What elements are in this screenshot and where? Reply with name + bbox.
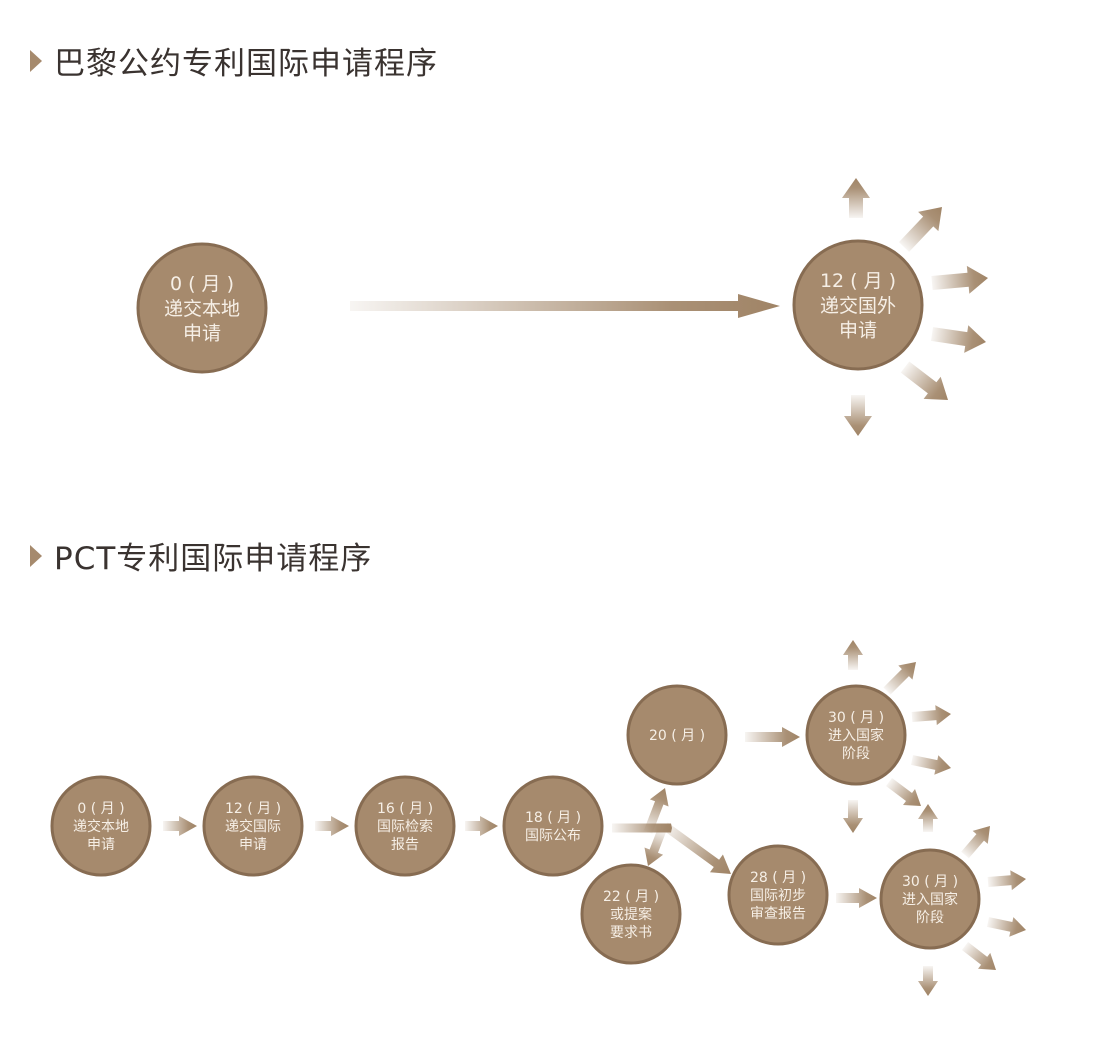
radiating-arrow — [843, 640, 863, 670]
node-label-line: 申请 — [183, 323, 221, 345]
pct-node-18-month: 18 ( 月 ) 国际公布 — [502, 775, 604, 877]
node-label-line: 30 ( 月 ) — [828, 710, 884, 726]
radiating-arrow — [986, 917, 1026, 937]
branch-arrow-22 — [644, 828, 667, 866]
node-label-line: 国际公布 — [525, 828, 581, 844]
radiating-arrow — [843, 800, 863, 833]
radiating-arrow — [910, 755, 951, 775]
triangle-marker-icon — [30, 544, 42, 567]
pct-section-title: PCT专利国际申请程序 — [30, 533, 372, 578]
step-arrow — [745, 727, 800, 747]
circle-shape — [502, 775, 604, 877]
node-label-line: 阶段 — [916, 910, 944, 926]
node-label-line: 0 ( 月 ) — [170, 273, 234, 295]
circle-shape — [805, 684, 907, 786]
triangle-marker-icon — [30, 49, 42, 72]
node-label-line: 12 ( 月 ) — [225, 801, 281, 817]
node-label-line: 16 ( 月 ) — [377, 801, 433, 817]
radiating-arrow — [911, 705, 951, 726]
radiating-arrow — [961, 942, 996, 970]
radiating-arrow — [886, 778, 921, 806]
radiating-arrow — [898, 207, 942, 252]
node-label-line: 18 ( 月 ) — [525, 810, 581, 826]
node-label-line: 递交国外 — [820, 295, 896, 317]
node-label-line: 申请 — [839, 320, 877, 342]
node-label-line: 30 ( 月 ) — [902, 874, 958, 890]
radiating-arrow — [931, 265, 988, 294]
radiating-arrow — [844, 395, 872, 436]
branch-arrow-20 — [643, 788, 669, 834]
node-label-line: 要求书 — [610, 925, 652, 941]
radiating-arrow — [918, 966, 938, 996]
circle-shape — [879, 848, 981, 950]
node-label-line: 22 ( 月 ) — [603, 889, 659, 905]
pct-node-20-month: 20 ( 月 ) — [626, 684, 728, 786]
node-label-line: 申请 — [87, 837, 115, 853]
circle-shape — [50, 775, 152, 877]
node-label-line: 阶段 — [842, 746, 870, 762]
circle-shape — [136, 242, 268, 374]
step-arrow — [836, 888, 877, 908]
pct-title-text: PCT专利国际申请程序 — [54, 541, 373, 577]
circle-shape — [626, 684, 728, 786]
node-label-line: 递交本地 — [73, 818, 129, 835]
radiating-arrow — [961, 826, 990, 859]
node-label-line: 报告 — [391, 837, 419, 853]
radiating-arrow — [930, 325, 986, 353]
step-arrow — [163, 816, 197, 836]
node-label-line: 20 ( 月 ) — [649, 728, 705, 744]
node-label-line: 28 ( 月 ) — [750, 870, 806, 886]
branch-arrow-28 — [662, 822, 731, 874]
node-label-line: 递交国际 — [225, 818, 281, 835]
node-label-line: 申请 — [239, 837, 267, 853]
node-label-line: 审查报告 — [750, 906, 806, 922]
radiating-arrow — [842, 178, 870, 218]
node-label-line: 进入国家 — [828, 727, 884, 744]
radiating-arrow — [987, 870, 1026, 891]
node-label-line: 0 ( 月 ) — [77, 801, 124, 817]
timeline-arrow — [350, 294, 780, 318]
node-label-line: 递交本地 — [164, 298, 240, 320]
paris-title-text: 巴黎公约专利国际申请程序 — [54, 46, 438, 82]
circle-shape — [580, 863, 682, 965]
node-label-line: 或提案 — [610, 906, 652, 923]
step-arrow — [465, 816, 498, 836]
node-label-line: 12 ( 月 ) — [820, 270, 896, 292]
step-arrow — [315, 816, 349, 836]
split-arrow-stem — [612, 823, 672, 833]
radiating-arrow — [883, 662, 916, 695]
node-label-line: 国际检索 — [377, 818, 433, 835]
circle-shape — [792, 239, 924, 371]
circle-shape — [354, 775, 456, 877]
paris-section-title: 巴黎公约专利国际申请程序 — [30, 38, 438, 83]
radiating-arrow — [918, 804, 938, 832]
circle-shape — [202, 775, 304, 877]
node-label-line: 国际初步 — [750, 887, 806, 904]
circle-shape — [727, 844, 829, 946]
radiating-arrow — [900, 361, 948, 400]
node-label-line: 进入国家 — [902, 891, 958, 908]
